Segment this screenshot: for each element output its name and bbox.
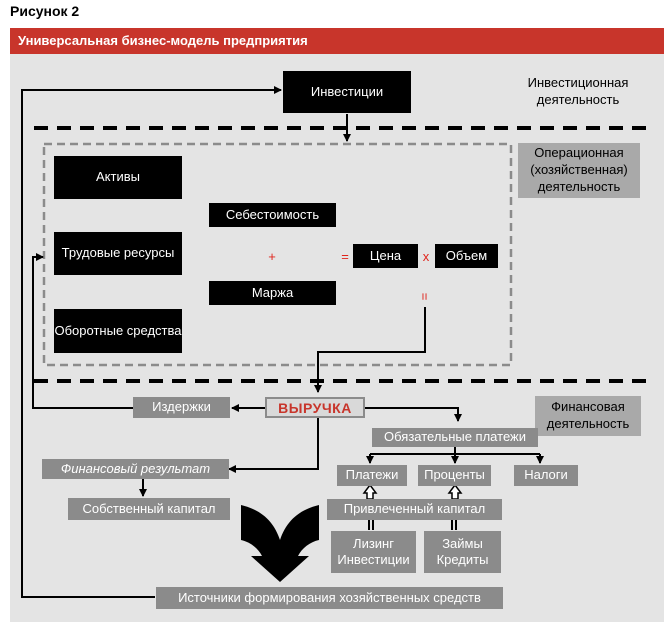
loans-node: Займы Кредиты [424, 531, 501, 573]
interest-node: Проценты [418, 465, 491, 486]
price-node: Цена [353, 244, 418, 268]
loop-line-expenses [32, 253, 133, 409]
revenue-node: ВЫРУЧКА [265, 397, 365, 418]
arrow-revenue-result [228, 417, 319, 473]
volume-node: Объем [435, 244, 498, 268]
connector-loans [451, 520, 457, 530]
loop-line-outer [21, 86, 282, 598]
equals-sign: = [341, 249, 349, 264]
times-sign: x [422, 249, 430, 264]
zone-operational-label: Операционная (хозяйственная) деятельност… [518, 143, 640, 198]
merge-arrow [241, 505, 319, 582]
working-capital-node: Оборотные средства [54, 309, 182, 353]
assets-node: Активы [54, 156, 182, 199]
operational-frame [42, 142, 513, 367]
payments-node: Платежи [337, 465, 407, 486]
leasing-node: Лизинг Инвестиции [331, 531, 416, 573]
labor-node: Трудовые ресурсы [54, 232, 182, 275]
taxes-node: Налоги [514, 465, 578, 486]
borrowed-capital-node: Привлеченный капитал [327, 499, 502, 520]
sources-node: Источники формирования хозяйственных сре… [156, 587, 503, 609]
plus-sign: + [268, 249, 276, 264]
investments-node: Инвестиции [283, 71, 411, 113]
margin-node: Маржа [209, 281, 336, 305]
zone-investment-label: Инвестиционная деятельность [527, 75, 629, 107]
connector-leasing [368, 520, 374, 530]
equity-node: Собственный капитал [68, 498, 230, 520]
cost-node: Себестоимость [209, 203, 336, 227]
arrow-margin-revenue [314, 307, 426, 393]
expenses-node: Издержки [133, 397, 230, 418]
equals-vertical-sign: = [417, 292, 433, 301]
zone-financial-label: Финансовая деятельность [535, 396, 641, 436]
hollow-arrow-payments [362, 483, 378, 500]
diagram-title: Универсальная бизнес-модель предприятия [10, 28, 664, 54]
mandatory-payments-node: Обязательные платежи [372, 428, 538, 447]
hollow-arrow-interest [447, 483, 463, 500]
figure-caption: Рисунок 2 [10, 3, 80, 19]
arrow-revenue-mandatory [365, 407, 462, 422]
financial-result-node: Финансовый результат [42, 459, 229, 479]
